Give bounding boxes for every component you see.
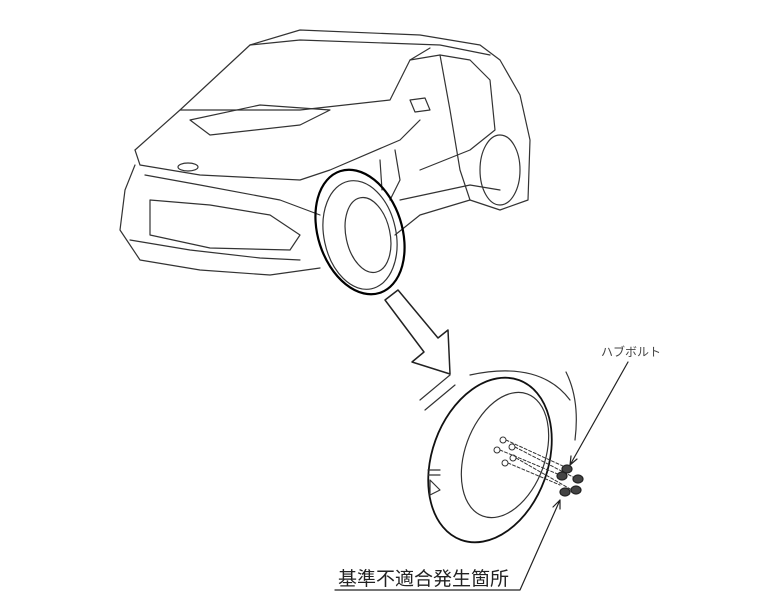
defect-leader <box>334 499 561 591</box>
hub-bolt-leader <box>569 361 629 466</box>
hub-bolt-label: ハブボルト <box>601 345 662 359</box>
car-body <box>119 29 531 290</box>
wheel-detail <box>419 370 584 544</box>
defect-location-label: 基準不適合発生箇所 <box>338 568 510 590</box>
zoom-arrow <box>384 289 451 375</box>
highlight-circle <box>314 168 406 296</box>
